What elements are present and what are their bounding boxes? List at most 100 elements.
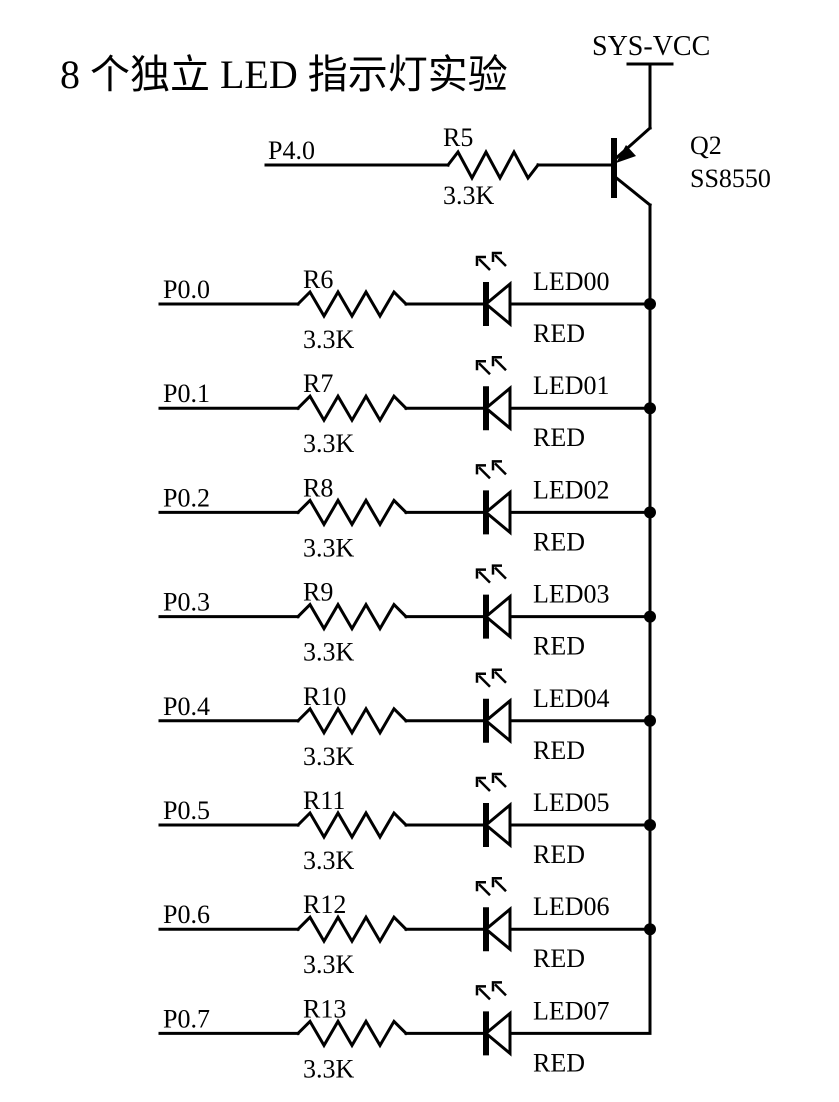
led-emission-arrowhead [475, 464, 486, 475]
led-emission-arrow [478, 674, 491, 688]
channel-net-label: P0.3 [163, 588, 210, 617]
channel-net-label: P0.1 [163, 379, 210, 408]
led-color: RED [533, 527, 585, 556]
junction-dot [644, 402, 656, 415]
channel-net-label: P0.7 [163, 1004, 210, 1033]
led-emission-arrowhead [475, 985, 486, 996]
channel-net-label: P0.4 [163, 692, 210, 721]
led-emission-arrowhead [491, 460, 502, 471]
led-emission-arrowhead [491, 876, 502, 888]
led-emission-arrowhead [491, 981, 502, 992]
led-emission-arrowhead [491, 355, 502, 367]
led-emission-arrowhead [491, 564, 502, 575]
resistor-ref: R11 [303, 786, 345, 815]
led-color: RED [533, 1048, 585, 1077]
channel-net-label: P0.0 [163, 275, 210, 304]
led-symbol [483, 489, 512, 536]
resistor-ref: R9 [303, 578, 333, 607]
resistor-symbol [295, 705, 409, 736]
led-symbol [483, 697, 512, 745]
resistor-value: 3.3K [303, 429, 355, 458]
resistor-value: 3.3K [303, 533, 355, 562]
led-emission-arrowhead [491, 668, 502, 679]
resistor-symbol [295, 810, 409, 840]
junction-dot [644, 506, 656, 519]
led-ref: LED04 [533, 684, 610, 713]
resistor-value: 3.3K [303, 638, 355, 667]
base-net-label: P4.0 [268, 136, 315, 165]
led-color: RED [533, 423, 585, 452]
led-emission-arrow [478, 570, 491, 584]
resistor-symbol [295, 289, 409, 319]
junction-dot [644, 610, 656, 623]
led-emission-arrowhead [475, 255, 486, 266]
r5-value: 3.3K [443, 181, 495, 210]
resistor-symbol [295, 497, 409, 528]
led-emission-arrow [478, 466, 491, 480]
resistor-value: 3.3K [303, 950, 355, 979]
resistor-ref: R12 [303, 890, 346, 919]
transistor-part: SS8550 [690, 164, 771, 193]
led-emission-arrow [494, 462, 507, 476]
led-ref: LED02 [533, 475, 610, 504]
channel-net-label: P0.5 [163, 796, 210, 825]
transistor-collector-lead [611, 173, 653, 208]
channel-net-label: P0.6 [163, 900, 210, 929]
led-emission-arrow [494, 566, 507, 580]
led-emission-arrowhead [491, 251, 502, 262]
led-symbol [483, 384, 512, 432]
led-emission-arrow [494, 254, 507, 267]
led-emission-arrow [494, 879, 507, 893]
resistor-value: 3.3K [303, 325, 355, 354]
led-symbol [483, 280, 512, 328]
junction-dot [644, 298, 656, 310]
led-emission-arrowhead [475, 672, 486, 683]
r5-ref: R5 [443, 123, 473, 152]
resistor-ref: R13 [303, 994, 346, 1023]
led-ref: LED01 [533, 371, 610, 400]
transistor-q2: Q2 SS8550 [611, 125, 771, 208]
r5-resistor [445, 148, 541, 182]
led-emission-arrow [478, 987, 491, 1001]
channel-net-label: P0.2 [163, 483, 210, 512]
led-symbol [483, 801, 512, 849]
led-emission-arrow [494, 358, 507, 372]
resistor-symbol [295, 601, 409, 632]
resistor-symbol [295, 393, 409, 424]
led-emission-arrow [478, 779, 491, 792]
led-ref: LED05 [533, 788, 610, 817]
vcc-label: SYS-VCC [592, 31, 710, 62]
junction-dot [644, 923, 656, 936]
resistor-value: 3.3K [303, 1054, 355, 1083]
resistor-ref: R6 [303, 265, 333, 294]
resistor-ref: R8 [303, 473, 333, 502]
led-emission-arrow [494, 983, 507, 997]
led-emission-arrowhead [475, 359, 486, 371]
transistor-ref: Q2 [690, 131, 722, 160]
led-symbol [483, 1010, 512, 1057]
led-emission-arrow [494, 775, 507, 788]
led-emission-arrow [494, 670, 507, 684]
led-emission-arrowhead [491, 772, 502, 783]
led-symbol [483, 905, 512, 953]
transistor-emitter-arrow [616, 145, 636, 163]
led-color: RED [533, 319, 585, 348]
base-drive: P4.0 R5 3.3K [264, 123, 616, 210]
led-ref: LED07 [533, 996, 610, 1025]
resistor-ref: R7 [303, 369, 333, 398]
led-ref: LED00 [533, 267, 610, 296]
led-emission-arrowhead [475, 568, 486, 579]
junction-dot [644, 714, 656, 727]
resistor-value: 3.3K [303, 846, 355, 875]
led-color: RED [533, 736, 585, 765]
